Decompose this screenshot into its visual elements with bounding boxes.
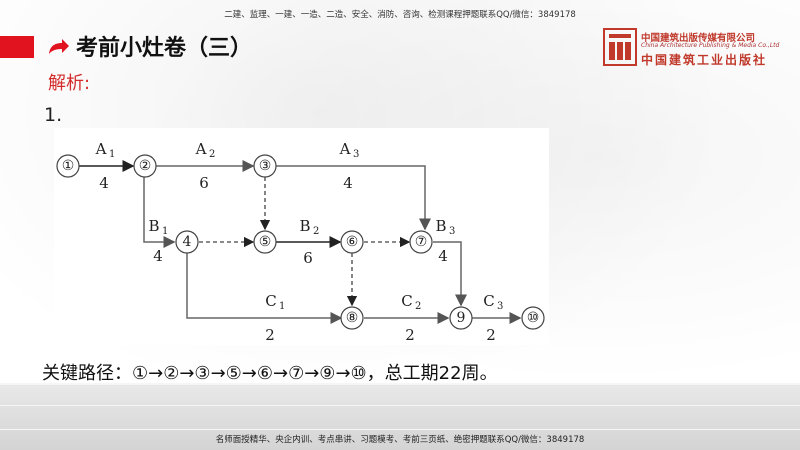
- svg-text:6: 6: [303, 249, 313, 267]
- svg-text:2: 2: [313, 226, 319, 237]
- arrow-2-4: [143, 177, 176, 248]
- node-9: 9: [449, 306, 473, 330]
- svg-text:⑩: ⑩: [527, 310, 540, 326]
- svg-text:9: 9: [457, 310, 466, 326]
- curved-arrow-icon: [49, 39, 69, 54]
- svg-text:1: 1: [162, 226, 168, 237]
- svg-text:4: 4: [183, 234, 192, 250]
- svg-text:4: 4: [153, 247, 163, 265]
- svg-text:B: B: [435, 217, 446, 235]
- critical-path-summary: 关键路径：①→②→③→⑤→⑥→⑦→⑨→⑩，总工期22周。: [42, 363, 498, 384]
- svg-text:6: 6: [199, 174, 209, 192]
- top-contact-banner: 二建、监理、一建、一造、二造、安全、消防、咨询、检测课程押题联系QQ/微信：38…: [224, 10, 576, 20]
- svg-text:③: ③: [259, 158, 272, 174]
- svg-text:4: 4: [343, 174, 353, 192]
- activity-a1: A 1 4: [95, 140, 116, 192]
- svg-text:A: A: [339, 140, 351, 158]
- svg-text:1: 1: [279, 301, 285, 312]
- svg-text:⑧: ⑧: [346, 310, 359, 326]
- svg-text:⑥: ⑥: [346, 234, 359, 250]
- svg-text:4: 4: [438, 247, 448, 265]
- activity-c1: C 1 2: [265, 292, 285, 344]
- activity-a2: A 2 6: [195, 140, 216, 192]
- activity-a3: A 3 4: [339, 140, 360, 192]
- item-number: 1.: [44, 104, 63, 126]
- page-title: 考前小灶卷（三）: [76, 36, 253, 61]
- activity-b3: B 3 4: [435, 217, 455, 265]
- title-accent-bar: [0, 36, 34, 58]
- activity-c3: C 3 2: [483, 292, 503, 344]
- publisher-logo: 中国建筑出版传媒有限公司 China Architecture Publishi…: [603, 28, 788, 72]
- svg-text:⑤: ⑤: [259, 234, 272, 250]
- logo-name-cn: 中国建筑出版传媒有限公司: [641, 33, 756, 44]
- arrow-3-7: [276, 165, 431, 231]
- svg-text:2: 2: [405, 326, 415, 344]
- svg-text:3: 3: [449, 226, 455, 237]
- svg-text:B: B: [299, 217, 310, 235]
- svg-text:C: C: [401, 292, 412, 310]
- arrow-4-8: [186, 253, 343, 324]
- svg-text:②: ②: [139, 158, 152, 174]
- activity-b2: B 2 6: [299, 217, 319, 267]
- logo-name-en: China Architecture Publishing & Media Co…: [641, 42, 780, 49]
- svg-text:1: 1: [109, 149, 115, 160]
- svg-text:2: 2: [415, 301, 421, 312]
- activity-c2: C 2 2: [401, 292, 421, 344]
- node-7: ⑦: [409, 230, 433, 254]
- node-10: ⑩: [521, 306, 545, 330]
- node-1: ①: [56, 154, 80, 178]
- analysis-label: 解析:: [48, 73, 91, 94]
- activity-b1: B 1 4: [148, 217, 168, 265]
- arrow-7-9: [433, 241, 467, 307]
- node-3: ③: [253, 154, 277, 178]
- svg-text:3: 3: [497, 301, 503, 312]
- svg-text:3: 3: [353, 149, 359, 160]
- svg-text:A: A: [195, 140, 207, 158]
- floor-decoration: [0, 383, 800, 450]
- svg-text:2: 2: [209, 149, 215, 160]
- node-8: ⑧: [340, 306, 364, 330]
- svg-text:2: 2: [486, 326, 496, 344]
- svg-text:2: 2: [265, 326, 275, 344]
- svg-text:⑦: ⑦: [415, 234, 428, 250]
- svg-text:C: C: [483, 292, 494, 310]
- network-diagram-svg: ① ② ③ 4 ⑤ ⑥ ⑦ ⑧: [56, 140, 545, 344]
- svg-text:4: 4: [99, 174, 109, 192]
- bottom-contact-banner: 名师面授精华、央企内训、考点串讲、习题模考、考前三页纸、绝密押题联系QQ/微信：…: [215, 435, 585, 445]
- logo-emblem: [603, 28, 637, 66]
- node-4: 4: [175, 230, 199, 254]
- svg-text:C: C: [265, 292, 276, 310]
- node-5: ⑤: [253, 230, 277, 254]
- node-6: ⑥: [340, 230, 364, 254]
- logo-name-cn2: 中国建筑工业出版社: [641, 53, 768, 67]
- network-diagram: ① ② ③ 4 ⑤ ⑥ ⑦ ⑧: [54, 128, 549, 345]
- svg-text:A: A: [95, 140, 107, 158]
- svg-text:B: B: [148, 217, 159, 235]
- node-2: ②: [133, 154, 157, 178]
- svg-text:①: ①: [62, 158, 75, 174]
